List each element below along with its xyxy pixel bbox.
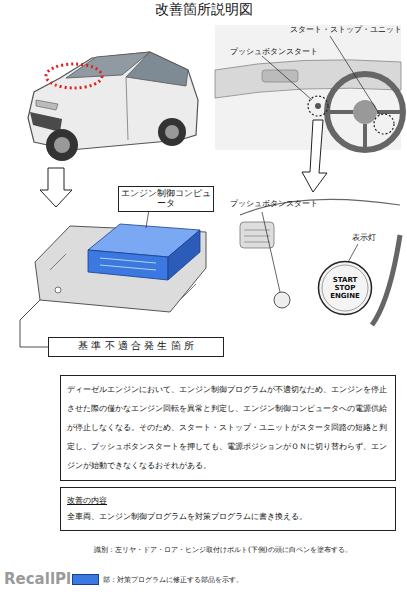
box-text: エンジン制御コンピュータ (121, 189, 211, 209)
button-dot (315, 103, 321, 109)
box-text: START STOP ENGINE (327, 276, 363, 300)
part-label: プッシュボタンスタート (230, 198, 318, 209)
bolt-hole (55, 287, 61, 293)
box-heading: 改善の内容 (67, 492, 389, 508)
ecu-front (88, 250, 168, 280)
headlight (36, 100, 58, 110)
leader-line (262, 56, 312, 100)
side-window (126, 52, 188, 86)
part-label: 識別：左リヤ・ドア・ロア・ヒンジ取付けボルト(下側)の頭に白ペンを塗布する。 (94, 545, 352, 555)
front-rim (54, 137, 70, 153)
rear-wheel (158, 118, 186, 146)
hood-marker (46, 64, 102, 88)
button-circle: START STOP ENGINE (317, 260, 373, 316)
front-wheel (46, 129, 78, 161)
rear-rim (165, 125, 179, 139)
leader-line (262, 212, 280, 292)
button-inner-ring (322, 265, 368, 311)
text-box: ディーゼルエンジンにおいて、エンジン制御プログラムが不適切なため、エンジンを停止… (60, 375, 396, 481)
steering-wheel (327, 74, 403, 150)
button-ring (319, 262, 372, 315)
part-label: 表示灯 (352, 232, 376, 243)
diagram-title: 改善箇所説明図 (0, 1, 407, 19)
zoom-illustration (240, 199, 400, 325)
ecu-illustration (20, 203, 206, 347)
legend-text: 部：対策プログラムに修正する部品を示す。 (103, 575, 243, 584)
dashboard-bg (215, 25, 401, 150)
leader-line (20, 300, 40, 320)
steering-spokes (327, 112, 403, 150)
bracket-line (20, 320, 48, 347)
down-arrow (40, 168, 72, 207)
dashboard-illustration (215, 25, 403, 150)
unit-marker (374, 114, 394, 134)
legend-swatch (72, 574, 99, 585)
box-text: 基 準 不 適 合 発 生 箇 所 (51, 340, 221, 352)
steering-hub (353, 100, 377, 124)
box-text: ディーゼルエンジンにおいて、エンジン制御プログラムが不適切なため、エンジンを停止… (67, 380, 389, 475)
dash-panel (215, 60, 401, 98)
leader-line (330, 36, 380, 115)
small-button (274, 292, 290, 308)
wheel-rim (372, 235, 400, 325)
door-line (126, 77, 128, 140)
text-box: エンジン制御コンピュータ (118, 186, 214, 212)
ecu-connector (100, 258, 156, 270)
ecu-side (168, 230, 200, 280)
zoom-arrow (302, 120, 327, 192)
text-box: 改善の内容全車両、エンジン制御プログラムを対策プログラムに書き換える。 (60, 487, 396, 531)
car-illustration (28, 52, 198, 161)
legend-row: 部：対策プログラムに修正する部品を示す。 (72, 574, 243, 585)
part-label: スタート・ストップ・ユニット (290, 24, 402, 35)
text-box: 基 準 不 適 合 発 生 箇 所 (48, 337, 224, 357)
box-text: 全車両、エンジン制御プログラムを対策プログラムに書き換える。 (67, 508, 389, 524)
grille (30, 112, 62, 132)
part-label: プッシュボタンスタート (230, 46, 318, 57)
